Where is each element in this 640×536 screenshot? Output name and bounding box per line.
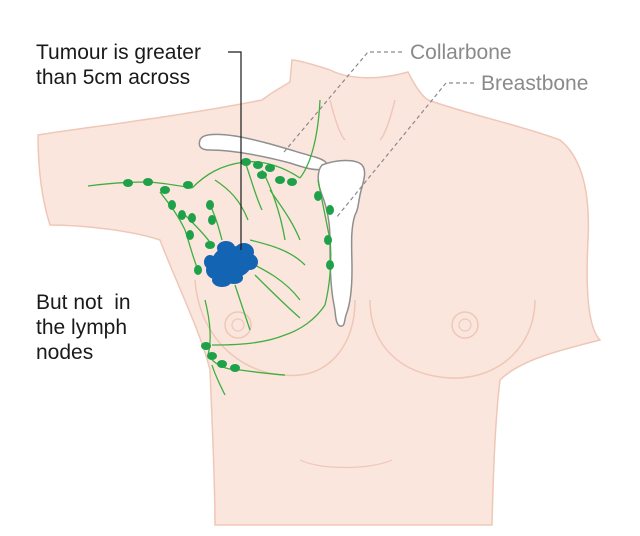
neck-line-left [329, 99, 346, 141]
tumour-size-label-line-1: Tumour is greater [36, 41, 201, 64]
neck-line-right [379, 99, 396, 141]
tumour-size-label: Tumour is greater than 5cm across [36, 40, 201, 90]
lymph-nodes [123, 158, 334, 372]
torso-body [37, 59, 602, 526]
left-breast-outline [369, 299, 536, 379]
left-nipple [451, 311, 479, 339]
tumour-size-label-line-2: than 5cm across [36, 66, 191, 89]
left-nipple-centre [458, 318, 472, 332]
lymph-nodes-label-line-1: But not in [36, 291, 131, 314]
lymph-nodes-label-line-3: nodes [36, 341, 94, 364]
collarbone-leader-line [283, 51, 402, 153]
collarbone-label: Collarbone [410, 41, 512, 64]
tumour-leader-line [228, 51, 242, 250]
right-nipple-centre [231, 318, 245, 332]
tumour [204, 241, 258, 287]
abdomen-crease [299, 459, 393, 469]
lymph-nodes-label: But not in the lymph nodes [36, 290, 131, 365]
right-nipple [224, 311, 252, 339]
breastbone-label: Breastbone [481, 72, 589, 95]
lymph-nodes-label-line-2: the lymph [36, 316, 128, 339]
right-breast-outline [194, 279, 356, 377]
breastbone-leader-line [335, 82, 474, 219]
